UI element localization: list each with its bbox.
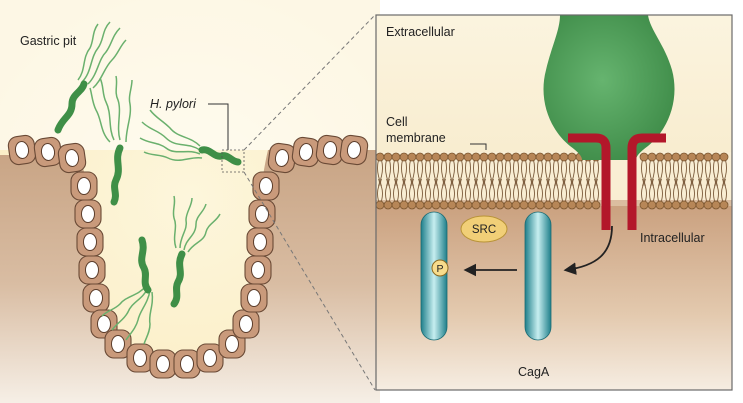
epithelial-cell [315, 134, 345, 166]
epithelial-cell [74, 199, 102, 229]
epithelial-cell [173, 349, 201, 379]
epithelial-cell [149, 349, 177, 379]
gastric-pit-panel: Gastric pit H. pylori [0, 0, 380, 403]
epithelial-cell [240, 283, 268, 313]
h-pylori-label: H. pylori [150, 97, 197, 111]
bacterium-icon [139, 109, 242, 166]
epithelial-cell [232, 309, 260, 339]
epithelial-cell [126, 343, 154, 373]
epithelial-cell [57, 142, 87, 174]
bacterium-icon [101, 236, 154, 345]
bacterium-bulb [543, 15, 675, 160]
h-pylori-leader-line [208, 103, 229, 150]
caga-protein-right [524, 211, 552, 341]
epithelial-cell [267, 142, 297, 174]
bacterium-icon [54, 21, 127, 134]
src-kinase [460, 215, 508, 243]
epithelial-cell [104, 329, 132, 359]
inset-frame [375, 14, 733, 391]
cell-membrane-label-line2: membrane [386, 131, 446, 145]
membrane-leader-line [470, 143, 487, 150]
epithelial-cell [252, 171, 280, 201]
secretion-system-left [568, 133, 611, 230]
bacterium-icon [89, 75, 133, 206]
caga-protein-left [420, 211, 448, 341]
epithelial-cell [33, 136, 63, 168]
epithelial-cell [7, 134, 37, 166]
cell-membrane [375, 152, 732, 210]
phospho-label: P [436, 263, 443, 275]
epithelial-cell [76, 227, 104, 257]
epithelial-cell [196, 343, 224, 373]
epithelial-cell [78, 255, 106, 285]
zoom-source-box [221, 149, 245, 173]
epithelial-cell [244, 255, 272, 285]
caga-label: CagA [518, 365, 550, 379]
curved-arrow-icon [563, 225, 613, 275]
src-label: SRC [472, 224, 496, 236]
bacterium-icon [170, 195, 221, 308]
epithelial-cell [339, 134, 369, 166]
gastric-pit-label: Gastric pit [20, 34, 77, 48]
zoom-line-bottom [243, 171, 376, 391]
secretion-system-right [627, 133, 666, 230]
epithelial-cells [7, 134, 369, 379]
epithelial-cell [248, 199, 276, 229]
zoom-line-top [243, 14, 376, 151]
membrane-inset-panel: SRC P Extracellular Cell membrane Intrac… [375, 14, 733, 391]
epithelial-cell [82, 283, 110, 313]
epithelial-cell [246, 227, 274, 257]
epithelial-cell [70, 171, 98, 201]
phospho-badge [431, 259, 449, 277]
epithelial-cell [291, 136, 321, 168]
extracellular-label: Extracellular [386, 25, 455, 39]
cell-membrane-label-line1: Cell [386, 115, 408, 129]
intracellular-label: Intracellular [640, 231, 705, 245]
